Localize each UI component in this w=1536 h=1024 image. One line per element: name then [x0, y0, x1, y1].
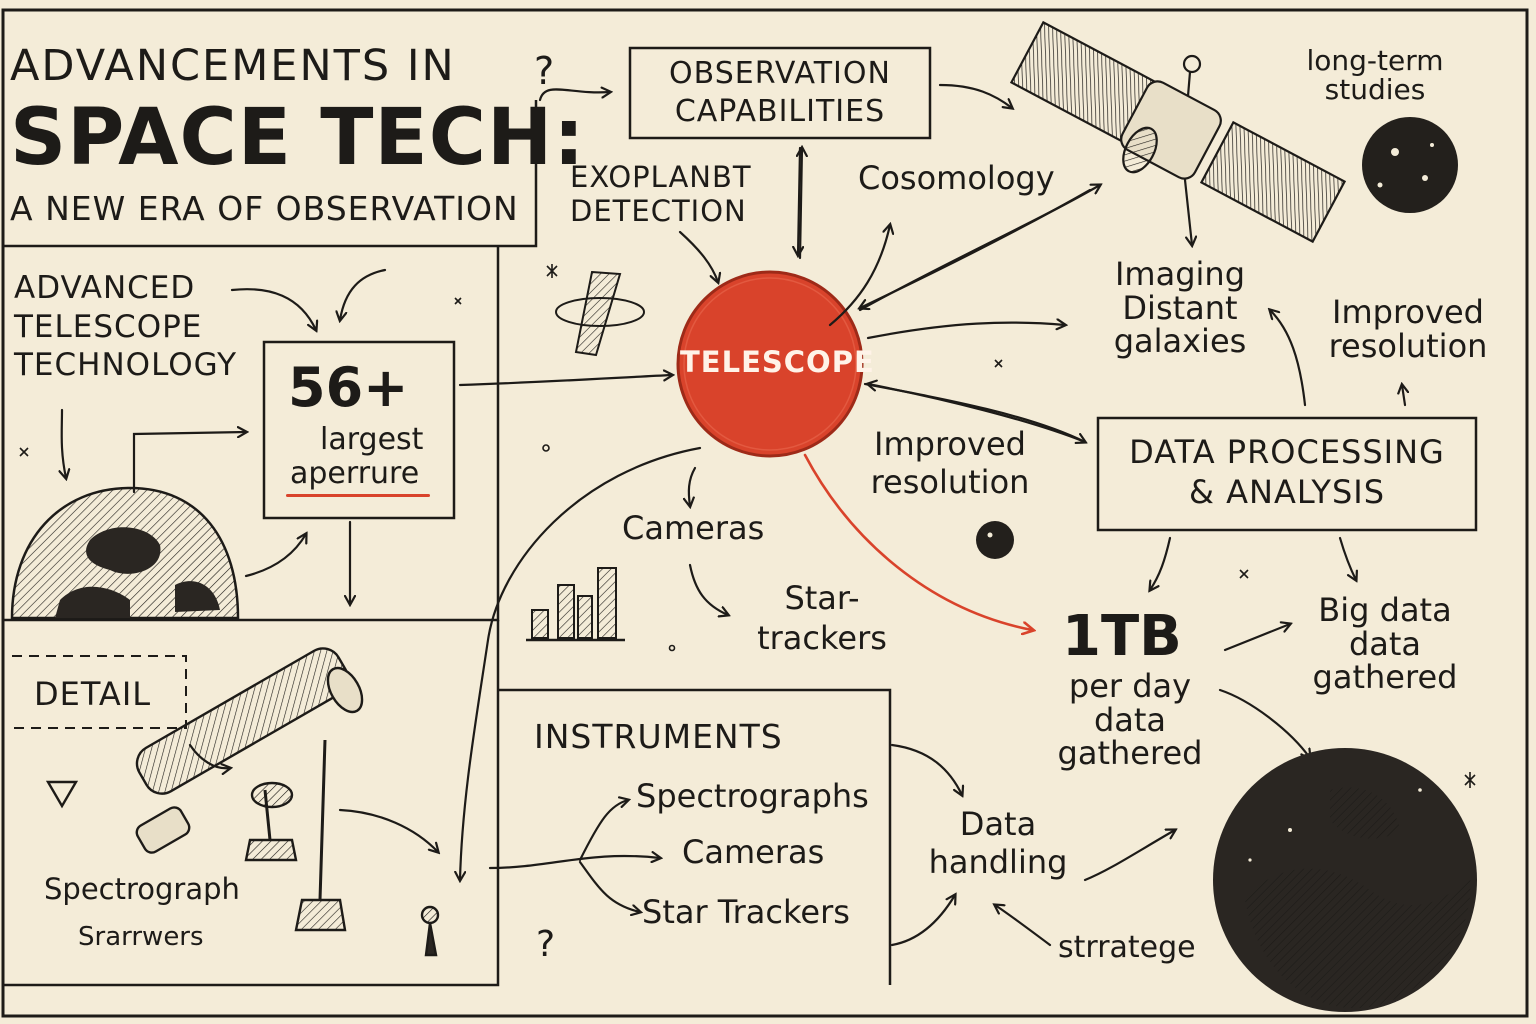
- long-term-studies-label: long-term studies: [1290, 46, 1460, 105]
- instruments-heading: INSTRUMENTS: [534, 717, 783, 756]
- data-handling-label: Data handling: [928, 805, 1068, 881]
- spectrograph-label: Spectrograph: [44, 872, 240, 906]
- question-mark-top: ?: [534, 49, 555, 93]
- improved-res-right-line-1: Improved: [1332, 293, 1484, 331]
- data-rate-line-1: per day: [1068, 667, 1192, 705]
- aperture-line-1: largest: [320, 422, 424, 457]
- satellite-icon: [1009, 20, 1347, 244]
- data-handling-line-1: Data: [959, 805, 1037, 843]
- imaging-line-1: Imaging: [1114, 255, 1245, 293]
- subtitle: A NEW ERA OF OBSERVATION: [10, 189, 519, 228]
- exoplanet-line-1: EXOPLANBT: [570, 160, 752, 194]
- improved-res-center-line-2: resolution: [870, 462, 1030, 501]
- big-data-line-2: data: [1348, 624, 1422, 663]
- exoplanet-line-2: DETECTION: [570, 194, 747, 229]
- data-processing-line-1: DATA PROCESSING: [1129, 433, 1445, 471]
- instrument-spectrographs: Spectrographs: [636, 777, 869, 815]
- title-line-1: ADVANCEMENTS IN: [10, 41, 456, 91]
- cosmology-label: Cosomology: [858, 159, 1055, 197]
- question-mark-bottom: ?: [536, 924, 556, 965]
- observation-box: OBSERVATION CAPABILITIES: [634, 58, 926, 127]
- big-data-line-1: Big data: [1318, 591, 1452, 629]
- improved-res-right-line-2: resolution: [1328, 326, 1488, 365]
- hourglass-icon: [555, 270, 645, 357]
- data-rate-line-2: data: [1093, 700, 1167, 739]
- long-term-line-1: long-term: [1306, 44, 1444, 77]
- improved-res-center-line-1: Improved: [874, 425, 1026, 463]
- observation-line-1: OBSERVATION: [669, 56, 891, 91]
- data-processing-box: DATA PROCESSING & ANALYSIS: [1102, 433, 1472, 511]
- imaging-galaxies-label: Imaging Distant galaxies: [1110, 255, 1250, 361]
- telescope-drawing-icon: [45, 647, 440, 957]
- detail-label: DETAIL: [34, 675, 152, 713]
- long-term-line-2: studies: [1324, 73, 1426, 107]
- moon-icon: [1362, 117, 1458, 213]
- big-data-line-3: gathered: [1312, 658, 1458, 697]
- data-rate-value: 1TB: [1062, 604, 1182, 669]
- data-rate-line-3: gathered: [1057, 734, 1203, 773]
- aperture-value: 56+: [288, 356, 409, 419]
- imaging-line-2: Distant: [1122, 288, 1238, 327]
- aperture-underline: [286, 494, 430, 497]
- cameras-label: Cameras: [622, 509, 765, 547]
- exoplanet-label: EXOPLANBT DETECTION: [570, 162, 752, 227]
- title-line-2: SPACE TECH:: [10, 93, 586, 183]
- planet-globe-icon-right: [1213, 748, 1477, 1012]
- bar-chart-icon: [526, 567, 625, 642]
- improved-resolution-right: Improved resolution: [1328, 293, 1488, 365]
- observation-line-2: CAPABILITIES: [674, 93, 886, 129]
- telescope-node: TELESCOPE: [680, 345, 875, 379]
- advanced-telescope-label: ADVANCED TELESCOPE TECHNOLOGY: [14, 272, 237, 382]
- star-trackers-line-1: Star-: [784, 579, 860, 617]
- instrument-cameras: Cameras: [682, 833, 825, 871]
- planet-globe-icon-left: [10, 486, 240, 620]
- data-rate-label: per day data gathered: [1050, 667, 1210, 773]
- advanced-line-2: TELESCOPE: [14, 308, 203, 345]
- improved-resolution-center: Improved resolution: [870, 425, 1030, 501]
- imaging-line-3: galaxies: [1113, 322, 1247, 361]
- aperture-line-2: aperrure: [290, 456, 420, 491]
- advanced-line-1: ADVANCED: [14, 270, 196, 306]
- instrument-star-trackers: Star Trackers: [642, 893, 850, 931]
- star-trackers-label: Star- trackers: [752, 579, 892, 657]
- big-data-label: Big data data gathered: [1300, 591, 1470, 697]
- star-trackers-line-2: trackers: [757, 618, 887, 657]
- data-handling-line-2: handling: [928, 842, 1068, 881]
- advanced-line-3: TECHNOLOGY: [14, 347, 238, 384]
- strategy-label: strratege: [1058, 930, 1196, 965]
- spectrograph-scribble: Srarrwers: [78, 922, 204, 952]
- data-processing-line-2: & ANALYSIS: [1188, 472, 1386, 511]
